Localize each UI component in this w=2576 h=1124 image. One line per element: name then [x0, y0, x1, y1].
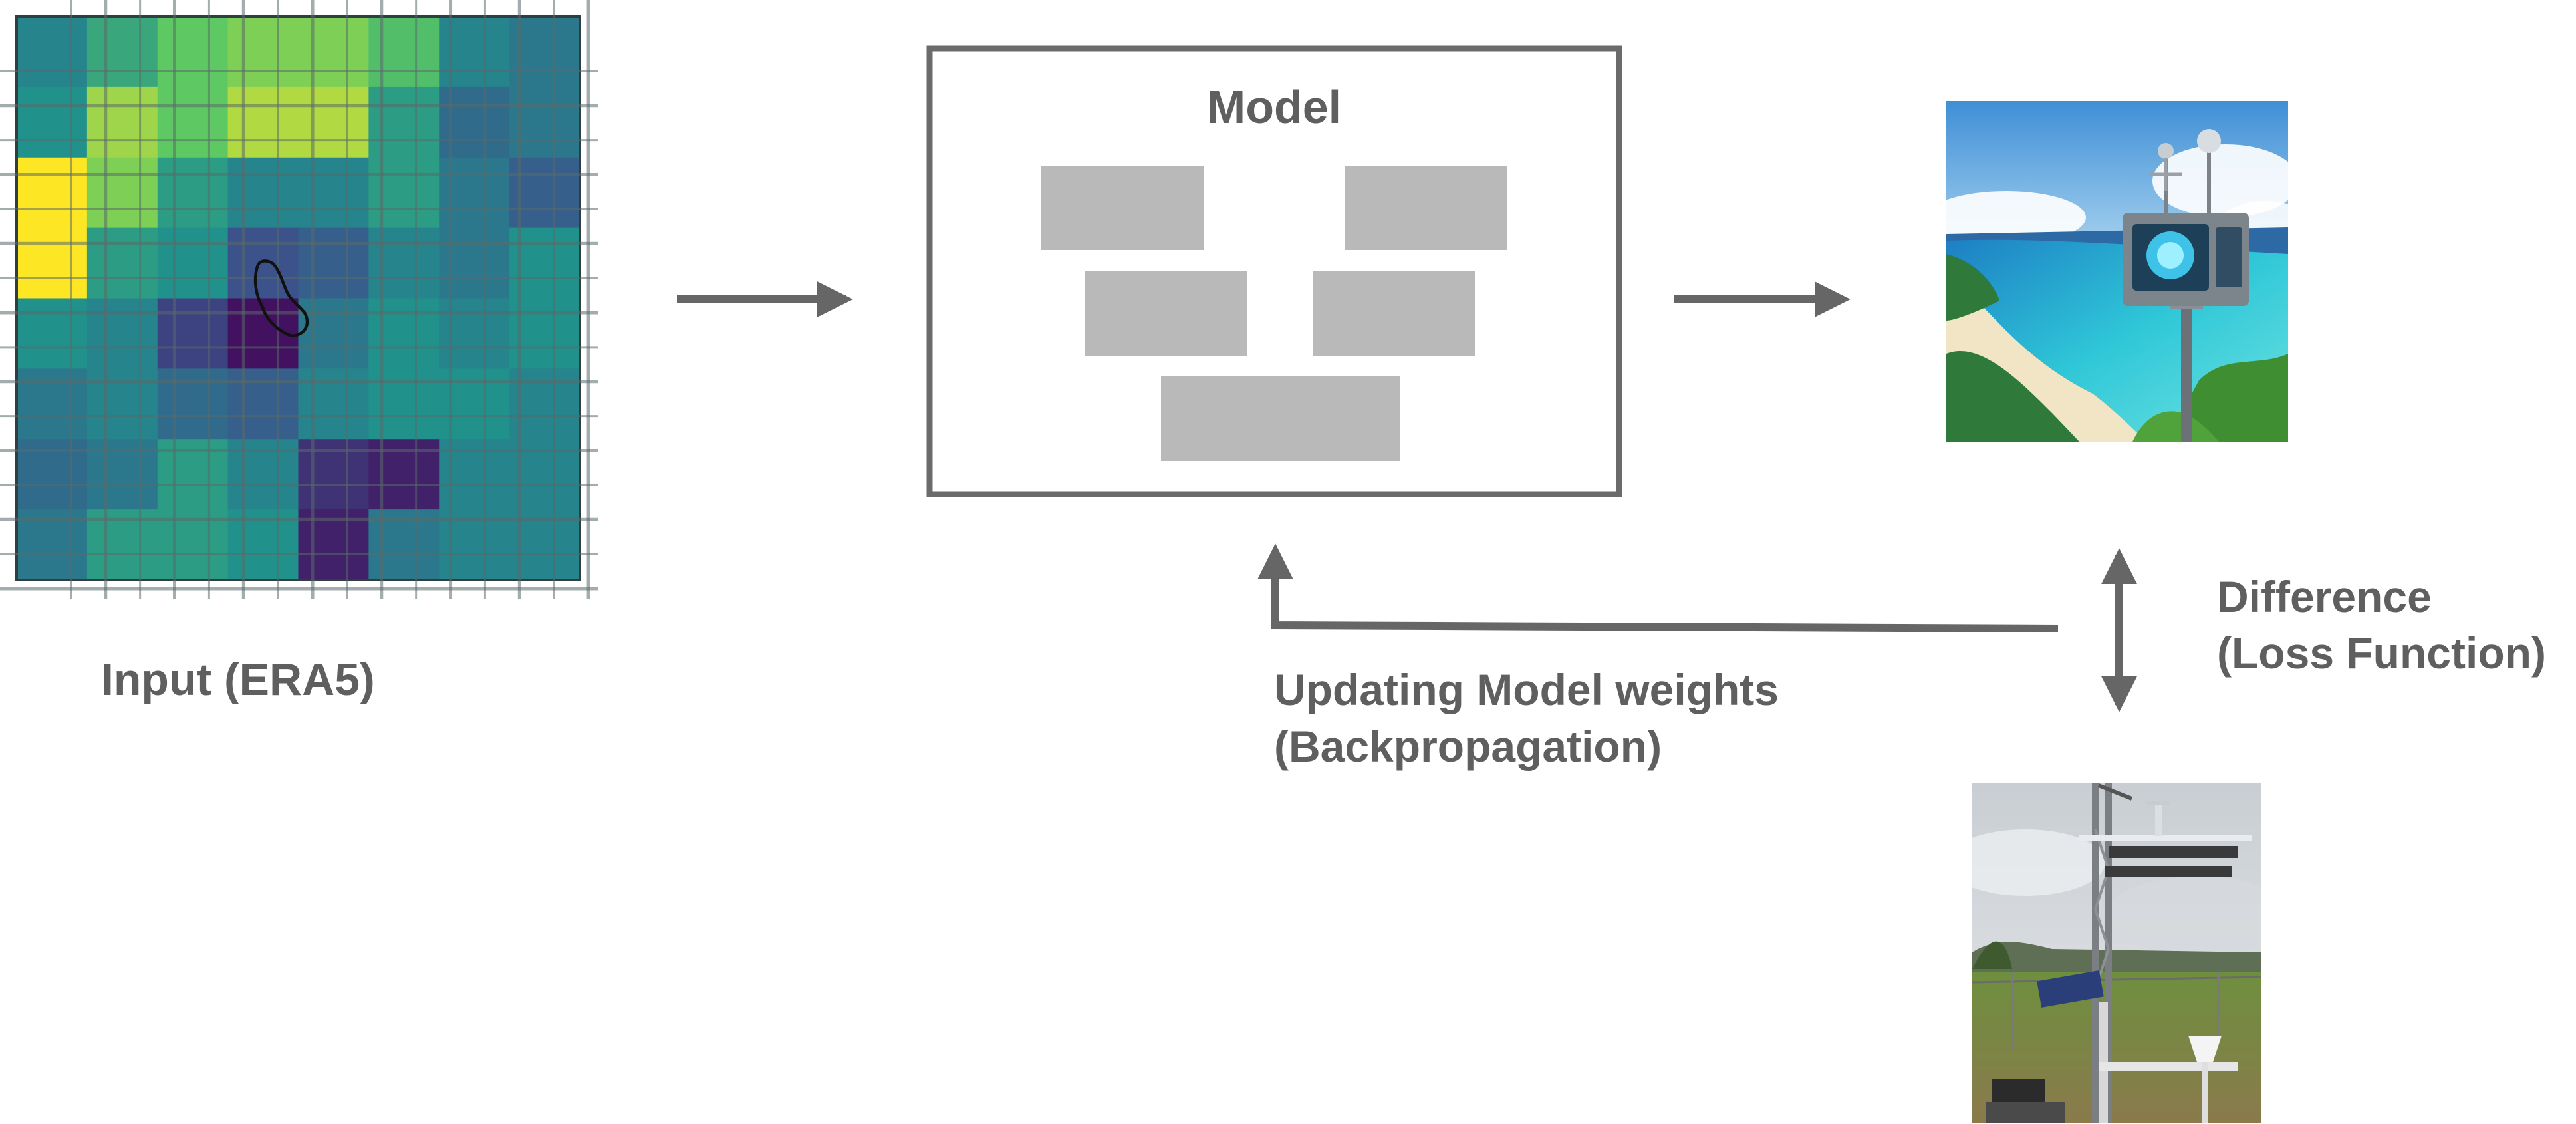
input-label: Input (ERA5)	[101, 654, 375, 705]
heatmap-cell	[17, 509, 88, 581]
heatmap-cell	[298, 157, 369, 229]
heatmap-cell	[368, 86, 440, 158]
heatmap-cell	[17, 227, 88, 299]
heatmap-cell	[298, 298, 369, 369]
heatmap-cell	[298, 227, 369, 299]
heatmap-cell	[86, 17, 158, 88]
heatmap-cell	[298, 86, 369, 158]
heatmap-cell	[368, 17, 440, 88]
heatmap-cell	[509, 157, 580, 229]
heatmap-cell	[86, 227, 158, 299]
heatmap-cell	[17, 298, 88, 369]
heatmap-cell	[509, 227, 580, 299]
heatmap-cell	[227, 17, 299, 88]
heatmap-cell	[157, 157, 229, 229]
heatmap-cell	[17, 17, 88, 88]
prediction-image	[1946, 101, 2288, 442]
heatmap-cell	[509, 17, 580, 88]
backprop-label-line2: (Backpropagation)	[1274, 722, 1662, 771]
observation-image	[1972, 783, 2261, 1123]
heatmap-cell	[17, 368, 88, 440]
heatmap-border	[15, 15, 581, 581]
heatmap-cell	[227, 368, 299, 440]
model-layer-block	[1041, 166, 1204, 250]
heatmap-cell	[368, 157, 440, 229]
heatmap-cell	[368, 298, 440, 369]
model-layer-block	[1085, 271, 1247, 356]
heatmap-cell	[509, 86, 580, 158]
heatmap-cell	[157, 17, 229, 88]
heatmap-cell	[86, 509, 158, 581]
heatmap-cell	[298, 509, 369, 581]
model-layer-block	[1161, 376, 1400, 461]
heatmap-cell	[298, 17, 369, 88]
heatmap-cell	[17, 86, 88, 158]
heatmap-cell	[86, 157, 158, 229]
model-layer-block	[1313, 271, 1475, 356]
model-title: Model	[1207, 81, 1341, 133]
heatmap-cell	[86, 298, 158, 369]
heatmap-gridlines	[0, 0, 598, 599]
backprop-arrow	[1257, 543, 2059, 632]
loss-label-line1: Difference	[2217, 572, 2432, 621]
heatmap-cell	[368, 368, 440, 440]
model-box: Model	[926, 45, 1622, 497]
heatmap-cell	[86, 86, 158, 158]
backprop-label: Updating Model weights (Backpropagation)	[1274, 665, 1791, 771]
heatmap-cell	[157, 298, 229, 369]
heatmap-cell	[368, 227, 440, 299]
heatmap-cell	[86, 368, 158, 440]
heatmap-cell	[227, 227, 299, 299]
heatmap-cell	[157, 509, 229, 581]
heatmap-cell	[157, 227, 229, 299]
loss-label-line2: (Loss Function)	[2217, 629, 2546, 678]
heatmap-cell	[157, 86, 229, 158]
input-heatmap	[15, 15, 581, 581]
heatmap-cell	[157, 368, 229, 440]
heatmap-cell	[509, 509, 580, 581]
heatmap-cell	[227, 86, 299, 158]
model-layer-block	[1345, 166, 1507, 250]
heatmap-cell	[298, 368, 369, 440]
heatmap-cell	[227, 157, 299, 229]
loss-label: Difference (Loss Function)	[2217, 572, 2546, 678]
backprop-label-line1: Updating Model weights	[1274, 665, 1779, 714]
heatmap-cell	[227, 509, 299, 581]
heatmap-cell	[509, 298, 580, 369]
heatmap-cell	[17, 157, 88, 229]
region-outline	[253, 259, 309, 338]
